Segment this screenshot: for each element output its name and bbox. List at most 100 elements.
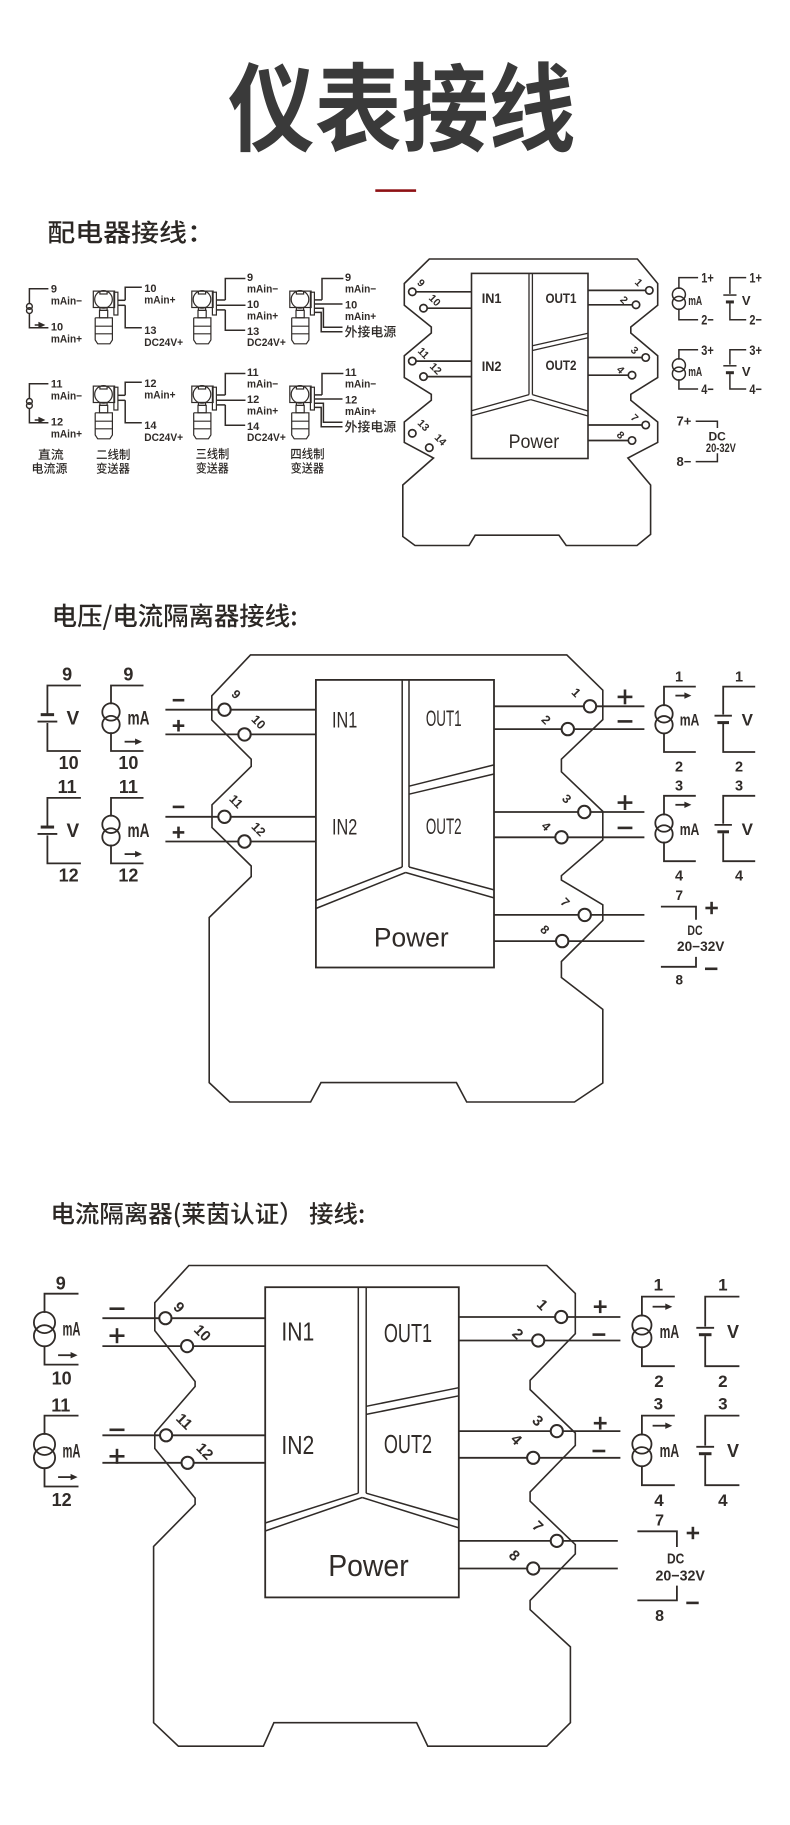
svg-text:9: 9 (62, 665, 72, 685)
svg-text:IN1: IN1 (281, 1317, 314, 1347)
svg-text:mA: mA (63, 1320, 81, 1341)
svg-text:mA: mA (680, 711, 700, 730)
svg-text:4−: 4− (701, 381, 714, 397)
svg-text:12: 12 (345, 394, 357, 406)
svg-text:3: 3 (735, 779, 743, 795)
svg-text:mAin−: mAin− (247, 284, 278, 296)
svg-text:V: V (727, 1322, 739, 1342)
svg-text:2: 2 (718, 1372, 727, 1391)
svg-text:DC24V+: DC24V+ (247, 432, 286, 444)
svg-text:12: 12 (59, 866, 79, 886)
svg-text:OUT1: OUT1 (546, 290, 577, 306)
svg-text:14: 14 (144, 420, 157, 432)
svg-text:mAin−: mAin− (51, 295, 82, 307)
svg-text:11: 11 (51, 1395, 70, 1415)
svg-text:9: 9 (123, 665, 133, 685)
svg-text:3: 3 (718, 1395, 727, 1414)
svg-text:OUT2: OUT2 (384, 1429, 432, 1459)
svg-text:9: 9 (51, 284, 57, 296)
svg-text:mAin+: mAin+ (345, 311, 376, 323)
svg-text:4: 4 (654, 1491, 664, 1510)
svg-text:13: 13 (247, 326, 259, 338)
svg-text:Power: Power (374, 923, 449, 953)
svg-text:12: 12 (52, 1490, 72, 1510)
svg-text:20−32V: 20−32V (677, 939, 724, 954)
svg-text:mAin−: mAin− (247, 379, 278, 391)
svg-text:mAin−: mAin− (345, 284, 376, 296)
svg-text:1+: 1+ (701, 270, 714, 286)
svg-text:10: 10 (118, 753, 138, 773)
svg-text:4: 4 (718, 1491, 728, 1510)
svg-text:Power: Power (328, 1548, 409, 1583)
svg-text:V: V (67, 709, 80, 730)
svg-text:11: 11 (345, 367, 357, 379)
svg-text:V: V (742, 293, 751, 308)
svg-text:DC24V+: DC24V+ (144, 337, 183, 349)
svg-text:13: 13 (144, 325, 156, 337)
svg-text:2: 2 (675, 759, 683, 775)
svg-text:2−: 2− (701, 312, 714, 328)
svg-text:DC24V+: DC24V+ (144, 432, 183, 444)
svg-text:11: 11 (51, 379, 63, 391)
svg-text:OUT2: OUT2 (546, 357, 577, 373)
svg-text:4: 4 (675, 869, 683, 885)
svg-text:1: 1 (654, 1276, 663, 1295)
svg-text:14: 14 (247, 421, 260, 433)
svg-text:V: V (742, 711, 754, 730)
svg-text:8−: 8− (677, 454, 692, 469)
svg-text:mAin+: mAin+ (144, 295, 175, 307)
svg-text:10: 10 (345, 299, 357, 311)
svg-text:V: V (67, 821, 80, 842)
svg-text:V: V (742, 364, 751, 379)
svg-text:1+: 1+ (749, 270, 762, 286)
svg-text:9: 9 (247, 272, 253, 284)
svg-text:11: 11 (119, 777, 138, 797)
svg-text:12: 12 (118, 866, 138, 886)
svg-text:1: 1 (735, 669, 743, 685)
svg-text:10: 10 (51, 322, 63, 334)
svg-text:OUT1: OUT1 (426, 706, 462, 731)
svg-text:20−32V: 20−32V (656, 1569, 706, 1585)
svg-text:mA: mA (660, 1441, 680, 1461)
svg-text:12: 12 (51, 417, 63, 429)
svg-text:1: 1 (718, 1276, 727, 1295)
svg-text:IN2: IN2 (482, 358, 502, 374)
svg-text:9: 9 (56, 1274, 66, 1294)
svg-text:OUT1: OUT1 (384, 1318, 432, 1348)
svg-text:7+: 7+ (677, 413, 692, 428)
svg-text:mAin+: mAin+ (247, 311, 278, 323)
svg-text:DC: DC (667, 1551, 685, 1567)
svg-text:mA: mA (128, 821, 150, 842)
svg-text:IN2: IN2 (281, 1430, 314, 1460)
svg-text:mA: mA (63, 1441, 81, 1462)
svg-text:8: 8 (676, 972, 684, 987)
svg-text:12: 12 (247, 394, 259, 406)
svg-text:2: 2 (654, 1372, 663, 1391)
svg-text:2−: 2− (749, 312, 762, 328)
svg-text:mAin+: mAin+ (51, 333, 82, 345)
svg-text:DC24V+: DC24V+ (247, 337, 286, 349)
svg-text:7: 7 (655, 1513, 664, 1530)
svg-text:IN1: IN1 (482, 290, 502, 306)
svg-text:3+: 3+ (749, 342, 762, 358)
svg-text:V: V (727, 1441, 739, 1461)
svg-text:mAin+: mAin+ (51, 428, 82, 440)
svg-text:mAin+: mAin+ (345, 406, 376, 418)
svg-text:IN2: IN2 (332, 815, 357, 840)
svg-text:3: 3 (675, 779, 683, 795)
svg-text:11: 11 (58, 777, 77, 797)
svg-text:10: 10 (144, 283, 156, 295)
svg-text:1: 1 (675, 669, 683, 685)
svg-text:mAin+: mAin+ (144, 390, 175, 402)
svg-text:DC: DC (687, 923, 702, 938)
svg-text:10: 10 (52, 1368, 72, 1388)
svg-text:3: 3 (654, 1395, 663, 1414)
svg-text:mA: mA (688, 293, 702, 308)
svg-text:4: 4 (735, 869, 743, 885)
svg-text:3+: 3+ (701, 342, 714, 358)
svg-text:mA: mA (128, 709, 150, 730)
svg-text:DC: DC (709, 429, 727, 443)
svg-text:10: 10 (247, 299, 259, 311)
svg-text:9: 9 (345, 272, 351, 284)
svg-text:20-32V: 20-32V (706, 441, 736, 455)
